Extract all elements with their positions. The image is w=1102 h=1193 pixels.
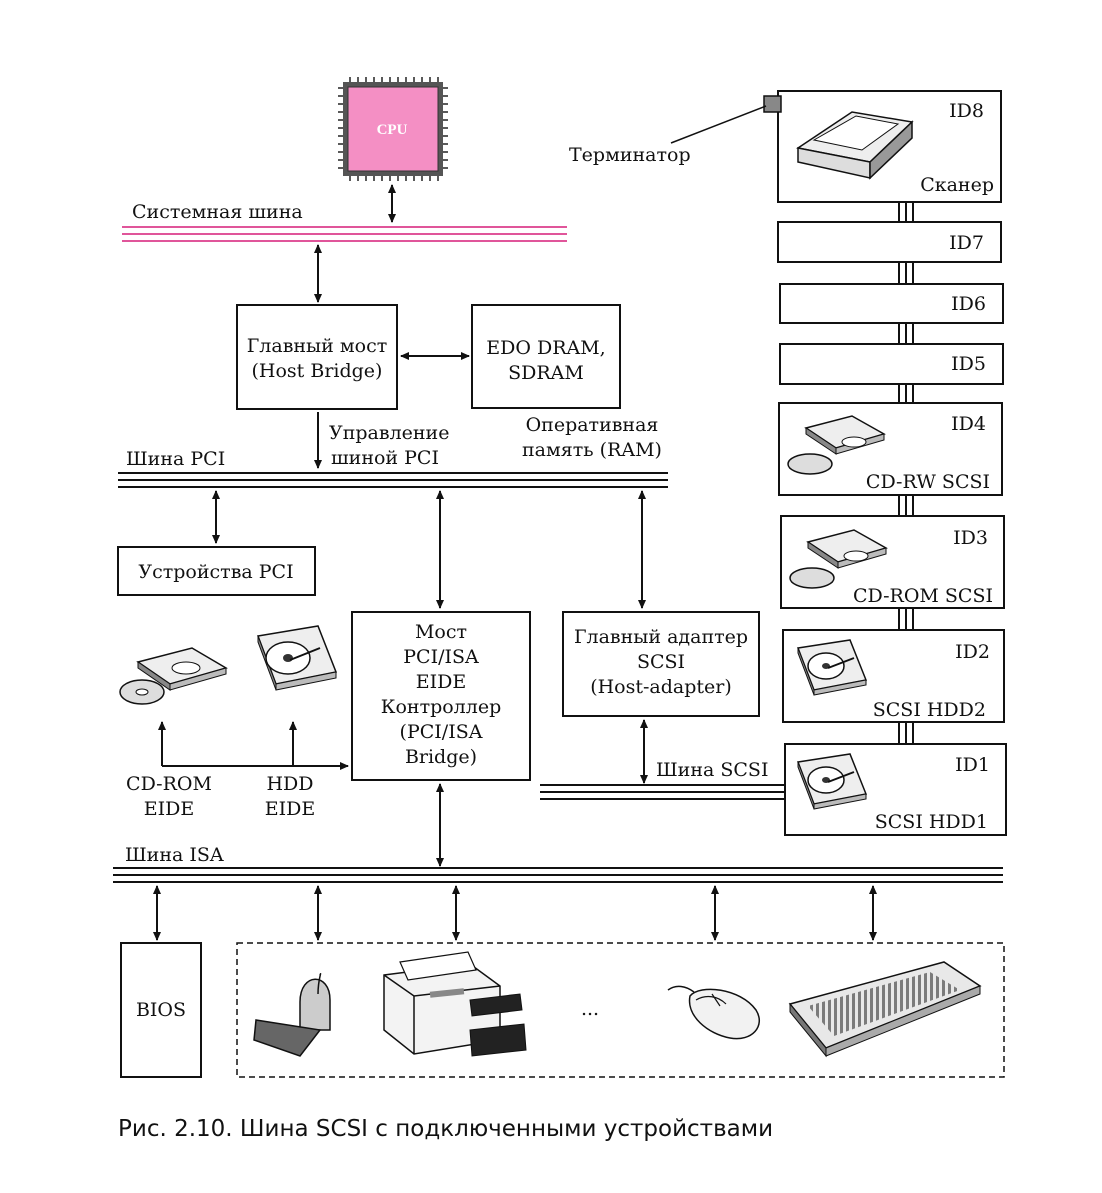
scsi-adapter-line: (Host-adapter) [590,676,732,698]
scsi-device-id: ID2 [955,641,990,663]
scsi-device-id: ID1 [955,754,990,776]
scsi-device-id4-box [778,402,1003,496]
scsi-bus-label: Шина SCSI [656,759,768,781]
pci-isa-bridge-line: Bridge) [405,746,477,768]
scsi-device-id: ID7 [949,232,984,254]
figure-caption: Рис. 2.10. Шина SCSI с подключенными уст… [118,1116,774,1142]
terminator-icon [763,95,782,113]
pci-devices-box [117,546,316,596]
pci-isa-bridge-line: (PCI/ISA [400,721,483,743]
hdd-eide-line1: HDD [266,773,313,795]
keyboard-icon [788,961,982,1058]
pci-isa-bridge-line: EIDE [416,671,466,693]
isa-peripherals-group [236,942,1005,1078]
hdd-eide-line2: EIDE [265,798,315,820]
flatbed-scanner-icon [796,111,914,180]
pci-isa-bridge-line: PCI/ISA [403,646,479,668]
scsi-device-name: SCSI HDD2 [873,699,986,721]
pci-control-line1: Управление [329,422,449,444]
scsi-hdd2-icon [796,639,868,696]
pci-control-line2: шиной PCI [331,447,439,469]
scsi-device-name: Сканер [920,174,994,196]
cdrom-eide-line1: CD-ROM [126,773,212,795]
pci-devices-label: Устройства PCI [138,561,293,583]
system-bus [122,226,567,242]
pci-isa-bridge-line: Мост [415,621,467,643]
pci-bus-label: Шина PCI [126,448,225,470]
ram-line1: EDO DRAM, [486,337,605,359]
cpu-label: CPU [377,122,408,138]
scsi-device-id: ID4 [951,413,986,435]
pci-isa-bridge-line: Контроллер [381,696,501,718]
scsi-device-name: CD-ROM SCSI [853,585,993,607]
scsi-device-id: ID8 [949,100,984,122]
scsi-device-id7-box [777,221,1002,263]
terminator-label: Терминатор [569,144,691,166]
isa-device-arrows [153,885,877,941]
cpu-chip: CPU [338,77,448,181]
bios-box [120,942,202,1078]
scsi-device-id: ID5 [951,353,986,375]
cdrom-drive-icon [119,647,228,705]
system-bus-label: Системная шина [132,201,303,223]
ram-box [471,304,621,409]
scsi-device-name: SCSI HDD1 [875,811,988,833]
cdrw-drive-icon [787,415,886,475]
scsi-device-id: ID3 [953,527,988,549]
host-bridge-line1: Главный мост [247,335,388,357]
cdrom-scsi-drive-icon [789,529,888,589]
scsi-adapter-box [562,611,760,717]
ram-line2: SDRAM [508,362,584,384]
isa-bus-label: Шина ISA [125,844,224,866]
eide-connector [158,721,349,770]
terminator-leader [670,105,767,144]
bios-label: BIOS [136,999,186,1021]
scanner-handheld-icon [253,973,331,1057]
scsi-device-id: ID6 [951,293,986,315]
scsi-bus [540,784,786,800]
scsi-device-id3-box [780,515,1005,609]
host-bridge-line2: (Host Bridge) [252,360,383,382]
ram-caption2: память (RAM) [522,439,662,461]
printer-icon [383,951,527,1057]
cdrom-eide-line2: EIDE [144,798,194,820]
isa-bus [113,867,1003,883]
isa-ellipsis: ... [581,998,599,1020]
host-bridge-box [236,304,398,410]
scsi-adapter-line: SCSI [637,651,685,673]
pci-isa-bridge-box [351,611,531,781]
scsi-hdd1-icon [796,753,868,810]
scsi-device-id6-box [779,283,1004,324]
hdd-eide-icon [256,625,338,691]
ram-caption1: Оперативная [526,414,659,436]
pci-bus [118,472,668,488]
scsi-device-id5-box [779,343,1004,385]
mouse-icon [667,985,760,1040]
scsi-device-name: CD-RW SCSI [866,471,990,493]
scsi-adapter-line: Главный адаптер [574,626,748,648]
